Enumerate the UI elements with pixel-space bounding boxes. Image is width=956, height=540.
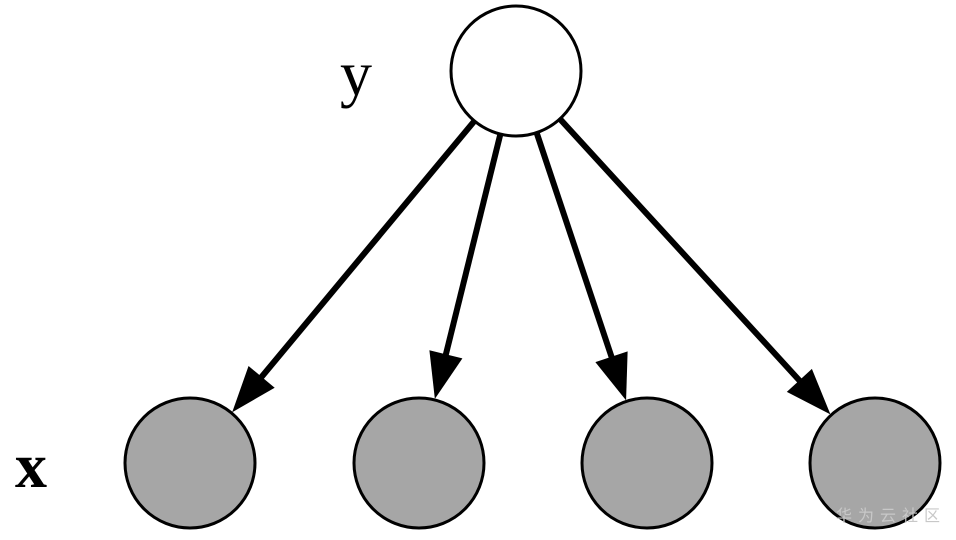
arrowhead-x3 <box>595 351 628 401</box>
node-x3 <box>580 396 714 530</box>
node-x1 <box>123 396 257 530</box>
edge-y-x1 <box>256 117 479 382</box>
label-x: x <box>15 430 47 501</box>
edge-y-x2 <box>442 131 504 359</box>
watermark-text: 华为云社区 <box>836 506 946 525</box>
label-y: y <box>340 38 372 109</box>
node-x4 <box>808 396 942 530</box>
node-y <box>449 4 583 138</box>
edge-y-x3 <box>533 129 616 362</box>
arrowhead-x4 <box>786 368 831 415</box>
edges-group <box>232 115 831 415</box>
node-x2 <box>352 396 486 530</box>
arrowhead-x1 <box>232 366 275 413</box>
edge-y-x4 <box>556 115 805 386</box>
arrowhead-x2 <box>429 350 463 399</box>
